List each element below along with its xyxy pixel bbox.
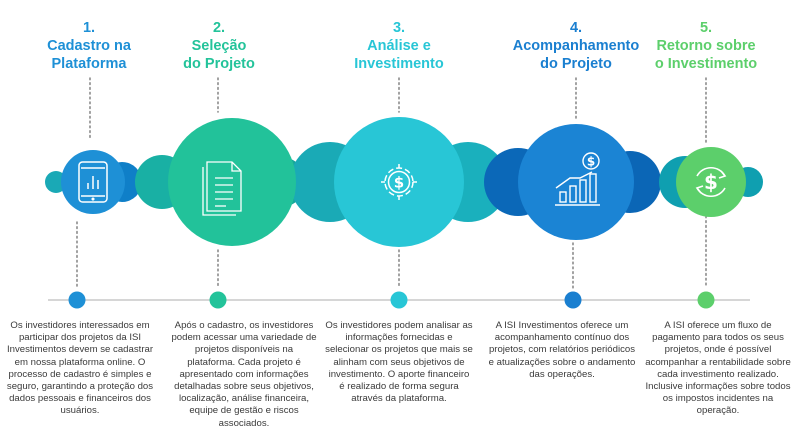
- step-5-description: A ISI oferece um fluxo de pagamento para…: [645, 320, 791, 417]
- step-2-title: 2. Seleção do Projeto: [183, 19, 255, 73]
- step-4-description: A ISI Investimentos oferece um acompanha…: [488, 320, 636, 380]
- step-1-title-line-1: Cadastro na: [47, 38, 131, 54]
- step-3-title: 3. Análise e Investimento: [354, 19, 443, 73]
- step-2-number: 2.: [212, 20, 226, 36]
- step-2-description: Após o cadastro, os investidores podem a…: [171, 320, 317, 429]
- tablet-chart-icon: [78, 161, 108, 203]
- gear-dollar-icon: $: [381, 164, 417, 200]
- growth-chart-dollar-icon: $: [555, 152, 600, 206]
- svg-text:$: $: [394, 174, 404, 192]
- step-3-number: 3.: [392, 20, 406, 36]
- dollar-cycle-icon: $: [695, 167, 727, 197]
- step-2-title-line-1: Seleção: [191, 38, 247, 54]
- step-5-title-line-2: o Investimento: [654, 56, 758, 72]
- timeline-marker-2: [209, 291, 227, 309]
- timeline-marker-3: [390, 291, 408, 309]
- svg-text:$: $: [704, 170, 718, 194]
- step-2-title-line-2: do Projeto: [183, 56, 255, 72]
- step-4-title-line-1: Acompanhamento: [512, 38, 640, 54]
- step-2-circle: [168, 118, 296, 246]
- step-3-title-line-1: Análise e: [367, 38, 431, 54]
- timeline-marker-1: [68, 291, 86, 309]
- step-5-title-line-1: Retorno sobre: [656, 38, 756, 54]
- step-1-title: 1. Cadastro na Plataforma: [47, 19, 131, 73]
- step-4-title: 4. Acompanhamento do Projeto: [513, 19, 640, 73]
- step-3-description: Os investidores podem analisar as inform…: [325, 320, 473, 405]
- step-1-description: Os investidores interessados em particip…: [6, 320, 154, 417]
- document-list-icon: [202, 161, 242, 216]
- step-3-circle: [334, 117, 464, 247]
- step-4-circle: [518, 124, 634, 240]
- step-1-number: 1.: [82, 20, 96, 36]
- timeline-marker-4: [564, 291, 582, 309]
- step-4-title-line-2: do Projeto: [540, 56, 612, 72]
- step-5-title: 5. Retorno sobre o Investimento: [655, 19, 757, 73]
- svg-text:$: $: [587, 155, 595, 169]
- step-4-number: 4.: [569, 20, 583, 36]
- dotted-connectors: [76, 77, 707, 289]
- step-3-title-line-2: Investimento: [354, 56, 444, 72]
- step-5-number: 5.: [699, 20, 713, 36]
- step-5-circle: [676, 147, 746, 217]
- timeline-marker-5: [697, 291, 715, 309]
- step-1-title-line-2: Plataforma: [51, 56, 127, 72]
